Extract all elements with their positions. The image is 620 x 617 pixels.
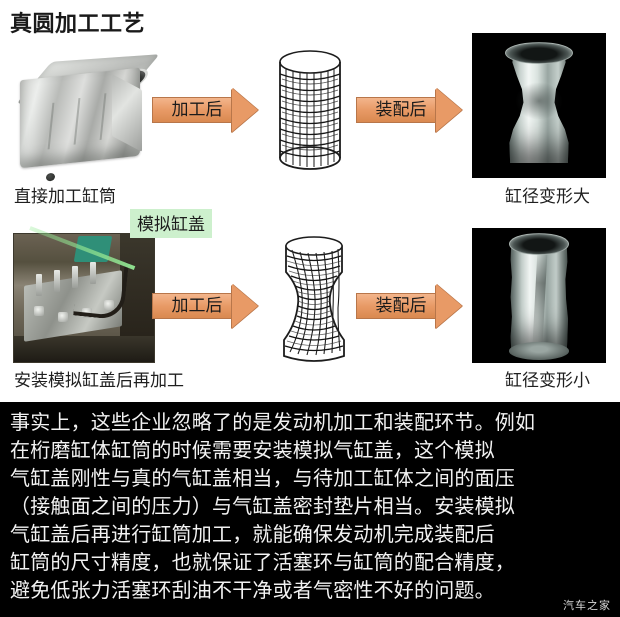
- paragraph-line: 气缸盖后再进行缸筒加工，就能确保发动机完成装配后: [10, 524, 495, 546]
- arrow-label: 装配后: [375, 100, 427, 119]
- arrow-after-assembly-2: 装配后: [356, 284, 464, 328]
- caption-large-deformation: 缸径变形大: [505, 187, 590, 206]
- paragraph-line: 气缸盖刚性与真的气缸盖相当，与待加工缸体之间的面压: [10, 468, 515, 490]
- deformed-cylinder-small-shape: [506, 233, 572, 360]
- engine-block-photo: [14, 44, 160, 182]
- paragraph-line: 缸筒的尺寸精度，也就保证了活塞环与缸筒的配合精度，: [10, 552, 515, 574]
- paragraph-line: 事实上，这些企业忽略了的是发动机加工和装配环节。例如: [10, 412, 536, 434]
- arrow-after-machining-1: 加工后: [152, 88, 260, 132]
- deformed-cylinder-large-shape: [502, 42, 576, 163]
- article-paragraph: 事实上，这些企业忽略了的是发动机加工和装配环节。例如 在桁磨缸体缸筒的时候需要安…: [10, 409, 610, 605]
- arrow-after-assembly-1: 装配后: [356, 88, 464, 132]
- arrow-label: 装配后: [375, 296, 427, 315]
- site-watermark: 汽车之家: [563, 600, 611, 612]
- render-deformed-cylinder-small: [472, 228, 606, 363]
- page-title: 真圆加工工艺: [10, 11, 146, 36]
- arrow-label: 加工后: [171, 100, 223, 119]
- caption-small-deformation: 缸径变形小: [505, 371, 590, 390]
- render-deformed-cylinder-large: [472, 33, 606, 178]
- paragraph-line: 避免低张力活塞环刮油不干净或者气密性不好的问题。: [10, 580, 495, 602]
- simulated-head-callout-label: 模拟缸盖: [130, 209, 212, 238]
- paragraph-line: （接触面之间的压力）与气缸盖密封垫片相当。安装模拟: [10, 496, 515, 518]
- mesh-cylinder-icon: [283, 236, 345, 362]
- paragraph-line: 在桁磨缸体缸筒的时候需要安装模拟气缸盖，这个模拟: [10, 440, 495, 462]
- caption-direct-machining: 直接加工缸筒: [14, 187, 116, 206]
- arrow-after-machining-2: 加工后: [152, 284, 260, 328]
- machining-station-photo: [14, 234, 154, 362]
- diagram-area: 真圆加工工艺 直接加工缸筒 加工后: [10, 11, 606, 390]
- engine-block-port: [46, 172, 55, 182]
- arrow-label: 加工后: [171, 296, 223, 315]
- mesh-cylinder-straight: [266, 46, 354, 176]
- mesh-cylinder-waisted: [274, 232, 354, 367]
- mesh-cylinder-icon: [279, 50, 341, 170]
- article-text-block: 事实上，这些企业忽略了的是发动机加工和装配环节。例如 在桁磨缸体缸筒的时候需要安…: [0, 402, 620, 617]
- caption-machined-with-simulated-head: 安装模拟缸盖后再加工: [14, 371, 184, 390]
